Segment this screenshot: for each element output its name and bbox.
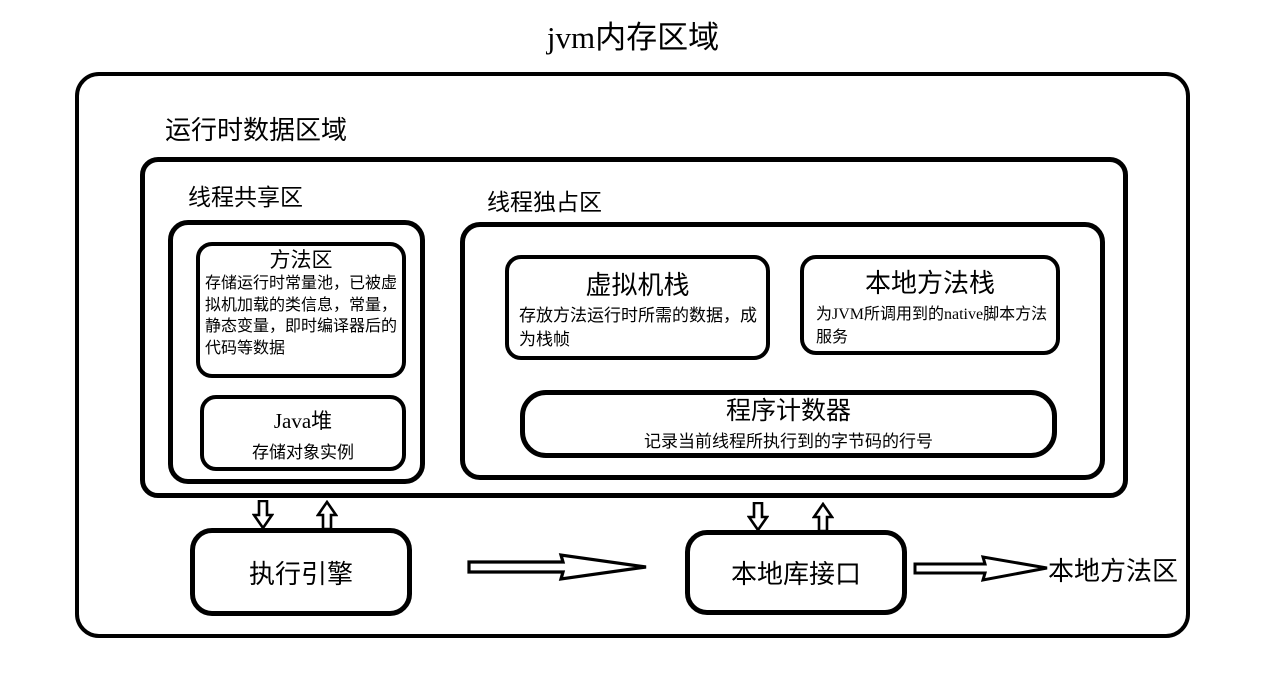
vm-stack-desc: 存放方法运行时所需的数据，成为栈帧 — [519, 306, 757, 349]
up-arrow-icon — [812, 502, 834, 532]
thread-exclusive-area-label: 线程独占区 — [487, 190, 602, 215]
right-arrow-icon — [467, 553, 647, 581]
java-heap-box: Java堆 存储对象实例 — [200, 395, 406, 471]
runtime-data-area-container: 线程共享区 线程独占区 方法区 存储运行时常量池，已被虚拟机加载的类信息，常量，… — [140, 157, 1128, 498]
native-method-stack-box: 本地方法栈 为JVM所调用到的native脚本方法服务 — [800, 255, 1060, 355]
thread-exclusive-area-box: 虚拟机栈 存放方法运行时所需的数据，成为栈帧 本地方法栈 为JVM所调用到的na… — [460, 222, 1105, 480]
runtime-data-area-label: 运行时数据区域 — [165, 116, 348, 145]
vm-stack-title: 虚拟机栈 — [585, 271, 690, 300]
down-arrow-icon — [747, 502, 769, 532]
method-area-box: 方法区 存储运行时常量池，已被虚拟机加载的类信息，常量，静态变量，即时编译器后的… — [196, 242, 406, 378]
native-method-stack-desc: 为JVM所调用到的native脚本方法服务 — [816, 306, 1048, 347]
page-title: jvm内存区域 — [546, 20, 720, 55]
thread-shared-area-label: 线程共享区 — [188, 185, 303, 210]
thread-shared-area-box: 方法区 存储运行时常量池，已被虚拟机加载的类信息，常量，静态变量，即时编译器后的… — [168, 220, 425, 484]
vm-stack-box: 虚拟机栈 存放方法运行时所需的数据，成为栈帧 — [505, 255, 770, 360]
java-heap-title: Java堆 — [273, 409, 333, 433]
native-library-interface-label: 本地库接口 — [730, 560, 861, 589]
execution-engine-box: 执行引擎 — [190, 528, 412, 616]
down-arrow-icon — [252, 500, 274, 530]
right-arrow-icon — [913, 555, 1048, 582]
program-counter-title: 程序计数器 — [725, 398, 851, 425]
method-area-desc: 存储运行时常量池，已被虚拟机加载的类信息，常量，静态变量，即时编译器后的代码等数… — [205, 275, 398, 357]
native-library-interface-box: 本地库接口 — [685, 530, 907, 615]
jvm-outer-container: 运行时数据区域 线程共享区 线程独占区 方法区 存储运行时常量池，已被虚拟机加载… — [75, 72, 1190, 638]
program-counter-desc: 记录当前线程所执行到的字节码的行号 — [644, 431, 933, 451]
native-method-area-label: 本地方法区 — [1048, 557, 1179, 586]
native-method-stack-title: 本地方法栈 — [864, 269, 995, 298]
program-counter-box: 程序计数器 记录当前线程所执行到的字节码的行号 — [520, 390, 1057, 458]
execution-engine-label: 执行引擎 — [248, 559, 353, 589]
java-heap-desc: 存储对象实例 — [252, 443, 354, 462]
method-area-title: 方法区 — [269, 248, 333, 272]
up-arrow-icon — [316, 500, 338, 530]
